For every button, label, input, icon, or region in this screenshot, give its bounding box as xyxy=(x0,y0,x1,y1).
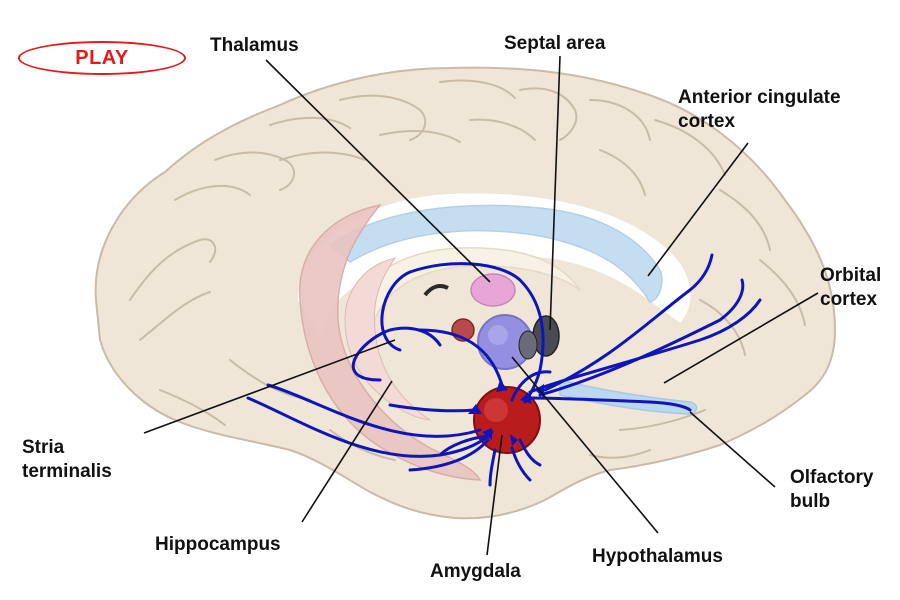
label-amygdala: Amygdala xyxy=(430,561,521,582)
label-hypothalamus: Hypothalamus xyxy=(592,546,723,567)
label-olfactory-bulb: Olfactory bulb xyxy=(790,467,874,512)
label-septal-area: Septal area xyxy=(504,33,606,54)
label-stria-terminalis: Stria terminalis xyxy=(22,437,112,482)
play-button-label: PLAY xyxy=(75,46,129,69)
play-button[interactable]: PLAY xyxy=(18,41,186,75)
label-orbital-cortex: Orbital cortex xyxy=(820,265,882,310)
fornix xyxy=(349,247,581,331)
gyri-folds xyxy=(129,79,806,461)
leader-lines xyxy=(143,55,819,556)
pathway-arrows xyxy=(246,253,762,487)
label-hippocampus: Hippocampus xyxy=(155,534,281,555)
label-anterior-cingulate-cortex: Anterior cingulate cortex xyxy=(678,87,841,132)
hippocampus-structure xyxy=(298,203,482,481)
ventricle-horn xyxy=(559,379,698,415)
lateral-ventricle xyxy=(328,204,663,303)
thalamus-structure xyxy=(470,273,516,307)
label-thalamus: Thalamus xyxy=(210,35,299,56)
